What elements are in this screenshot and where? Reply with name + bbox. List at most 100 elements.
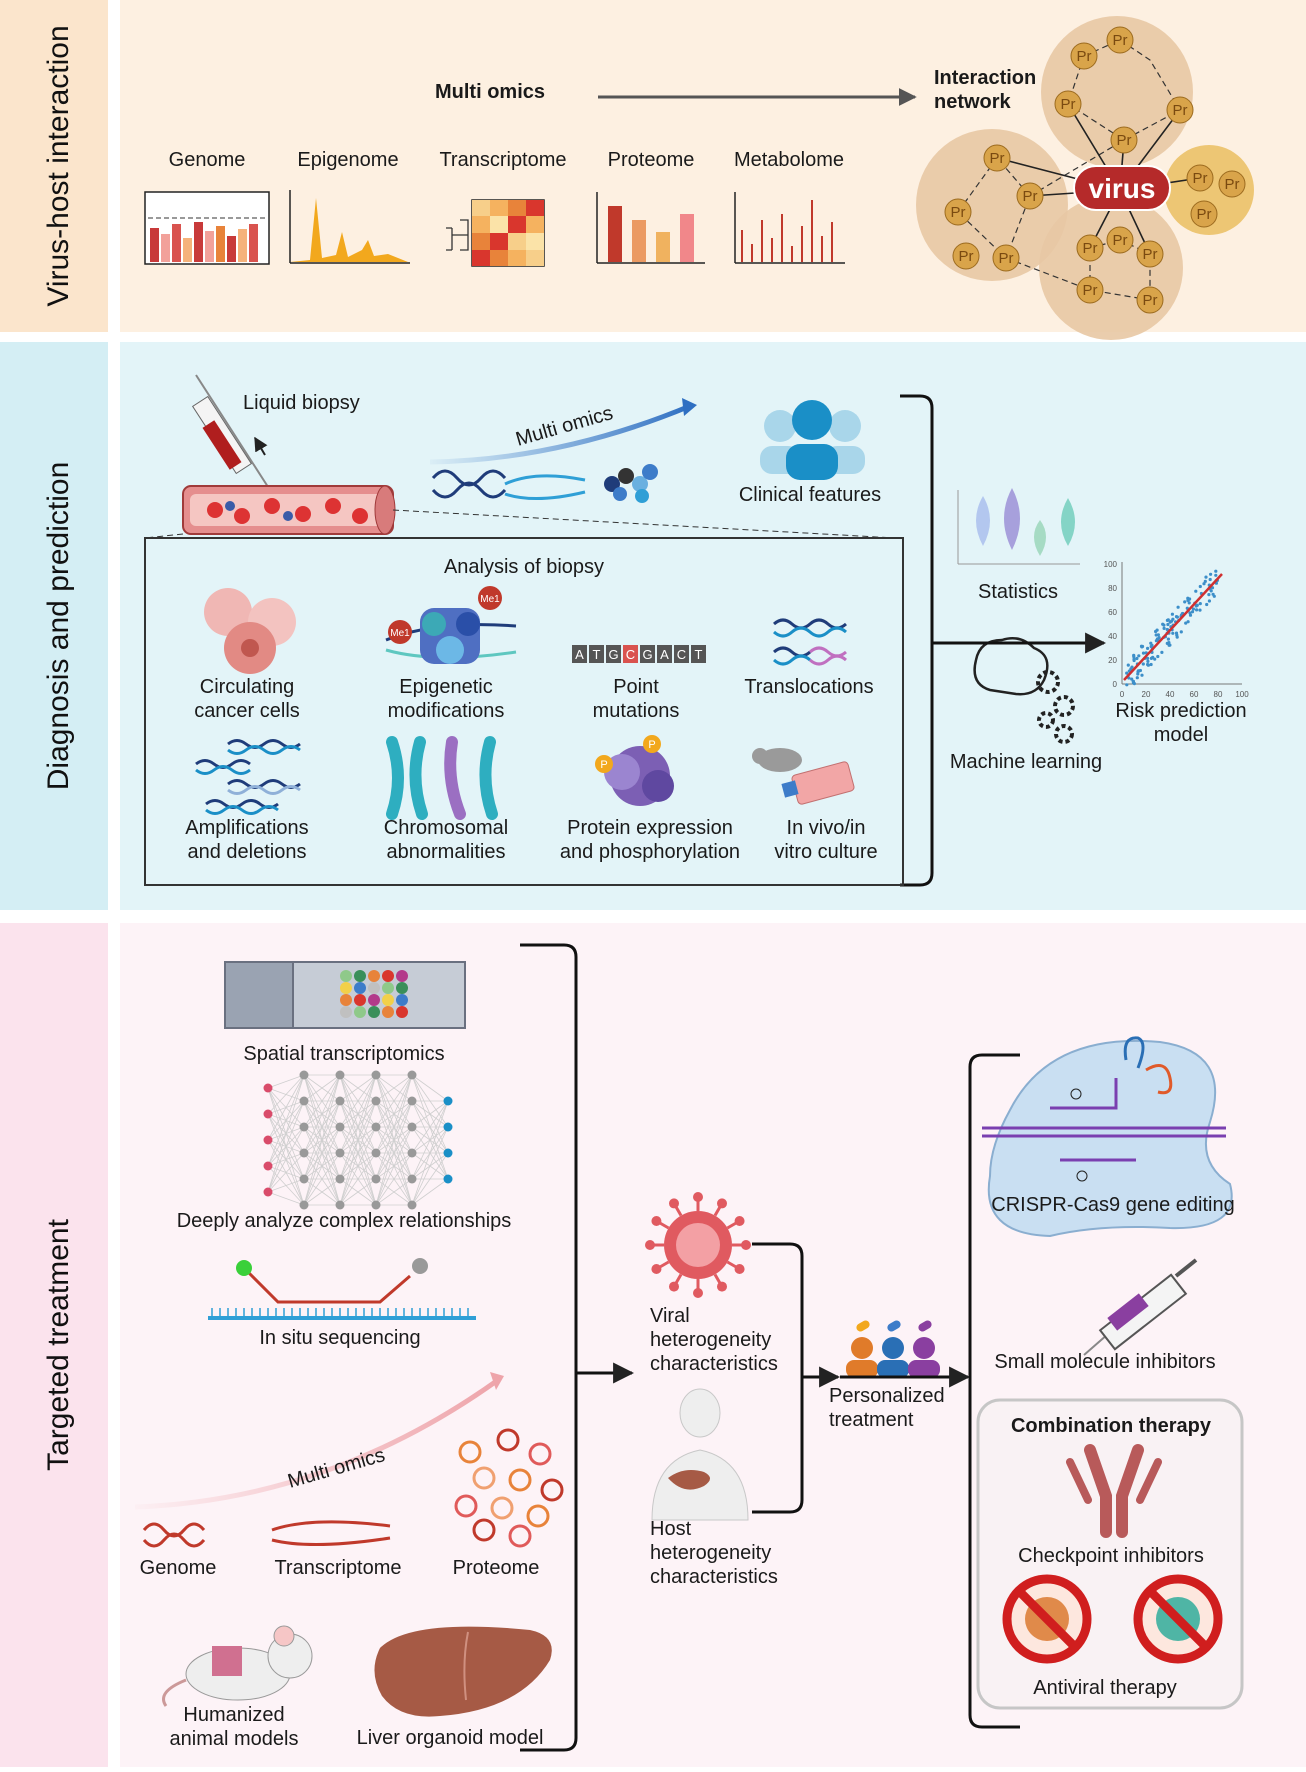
nn-node [263,1187,273,1197]
scatter-point [1186,620,1190,624]
analysis-title: Analysis of biopsy [444,556,604,578]
section-diagnosis: Diagnosis and prediction Liquid biopsy M… [0,342,1306,910]
spatial-spot [396,1006,408,1018]
amplification-icon [195,739,301,815]
nn-node [407,1122,417,1132]
spatial-spot [340,982,352,994]
scatter-point [1204,575,1208,579]
treatment-title: Targeted treatment [42,1218,75,1470]
protein-coil [508,1524,532,1548]
host-line2: heterogeneity [650,1542,771,1564]
epigenetic-icon: Me1 Me1 [385,586,517,664]
animal-line1: Humanized [183,1704,284,1726]
svg-text:Pr: Pr [1113,32,1128,49]
scatter-point [1129,667,1133,671]
diagnosis-main-panel [120,342,1306,910]
virus-spike [651,1264,662,1274]
scatter-point [1179,630,1183,634]
spatial-spot [368,970,380,982]
treat-proteome-label: Proteome [453,1557,540,1579]
protein-coil [490,1496,514,1520]
scatter-point [1170,612,1174,616]
scatter-point [1198,602,1202,606]
nn-node [407,1200,417,1210]
scatter-y-tick: 0 [1113,680,1118,689]
nn-node [371,1096,381,1106]
item-amplifications-line2: and deletions [188,841,307,863]
scatter-point [1168,643,1172,647]
spatial-spot [354,970,366,982]
scatter-x-tick: 0 [1120,690,1125,699]
spatial-spot [382,970,394,982]
virus-spike [717,1198,727,1209]
spatial-spot [354,994,366,1006]
svg-text:Pr: Pr [959,248,974,265]
spatial-spot [340,994,352,1006]
protein-nodes: Pr Pr Pr Pr Pr Pr Pr Pr Pr Pr Pr Pr Pr P… [944,26,1246,314]
svg-text:Pr: Pr [1023,188,1038,205]
blood-vessel-icon [182,485,396,535]
svg-text:Pr: Pr [1143,292,1158,309]
scatter-point [1165,627,1169,632]
scatter-point [1176,605,1180,609]
scatter-point [1136,669,1140,673]
scatter-point [1171,631,1175,635]
viral-line1: Viral [650,1305,690,1327]
spatial-spot [396,970,408,982]
scatter-point [1155,628,1159,632]
scatter-point [1132,658,1136,663]
treatment-side-panel [0,923,108,1767]
scatter-point [1126,663,1130,667]
protein-coil [454,1494,478,1518]
scatter-point [1166,622,1170,627]
translocation-icon [773,618,847,666]
small-molecule-label: Small molecule inhibitors [994,1351,1215,1373]
omics-proteome-label: Proteome [608,149,695,171]
virus-node [1073,165,1171,211]
spatial-spot [368,994,380,1006]
item-invivo-line2: vitro culture [774,841,877,863]
svg-text:Pr: Pr [1173,102,1188,119]
spatial-spot [368,982,380,994]
virus-label: virus [1089,173,1156,204]
insitu-label: In situ sequencing [259,1327,420,1349]
spatial-spot [396,982,408,994]
scatter-point [1135,676,1139,680]
sequence-tile [606,645,621,663]
spatial-spot [354,982,366,994]
spatial-spot [382,1006,394,1018]
svg-text:Pr: Pr [1117,132,1132,149]
viral-line2: heterogeneity [650,1329,771,1351]
svg-text:Pr: Pr [951,204,966,221]
animal-line2: animal models [170,1728,299,1750]
scatter-point [1190,610,1195,614]
scatter-x-tick: 80 [1214,690,1223,699]
scatter-point [1130,677,1134,681]
liquid-biopsy-label: Liquid biopsy [243,392,360,414]
spatial-spot [382,994,394,1006]
svg-text:Pr: Pr [1061,96,1076,113]
combo-title: Combination therapy [1011,1415,1212,1437]
section-virus-host: Virus-host interaction Multi omics Genom… [0,0,1306,340]
spatial-spot [340,1006,352,1018]
spatial-spot [368,1006,380,1018]
scatter-point [1205,602,1209,607]
scatter-point [1194,604,1198,608]
transcriptome-rna-icon [271,1520,391,1547]
item-amplifications-line1: Amplifications [185,817,308,839]
scatter-point [1175,635,1179,639]
virus-particle-icon [645,1192,751,1298]
svg-text:Pr: Pr [999,250,1014,267]
methyl-tag-1: Me1 [390,628,410,639]
metabolome-spectrum-icon [734,192,845,264]
antiviral-label: Antiviral therapy [1033,1677,1176,1699]
machine-learning-label: Machine learning [950,751,1102,773]
statistics-label: Statistics [978,581,1058,603]
nn-node [263,1161,273,1171]
nn-node [407,1148,417,1158]
treatment-left-bracket [520,943,578,1752]
scatter-y-tick: 40 [1108,632,1117,641]
therapy-bracket [968,1053,1020,1729]
scatter-point [1194,589,1198,593]
scatter-point [1208,577,1212,582]
